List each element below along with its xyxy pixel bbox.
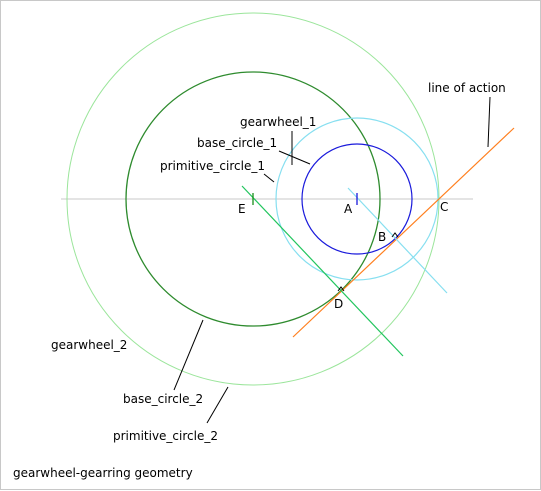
leader-primitive-circle-1 [263,173,275,183]
point-label-e: E [238,202,246,216]
point-label-b: B [378,230,386,244]
base-circle-2 [125,71,381,327]
label-gearwheel-1: gearwheel_1 [240,115,316,129]
base-circle-1 [301,143,413,255]
point-label-a: A [344,202,353,216]
point-label-c: C [440,200,448,214]
leader-line-of-action [487,96,491,148]
label-primitive-circle-2: primitive_circle_2 [113,429,218,443]
marker-d [337,286,345,292]
line-of-action [292,127,515,338]
diagram-caption: gearwheel-gearring geometry [13,466,193,480]
cyan-contact-line [347,187,448,294]
primitive-circle-1 [275,117,439,281]
label-base-circle-2: base_circle_2 [123,392,203,406]
leader-base-circle-2 [173,319,204,391]
marker-b [391,232,399,238]
green-contact-line [241,185,404,357]
point-label-d: D [334,297,343,311]
label-primitive-circle-1: primitive_circle_1 [160,159,265,173]
label-base-circle-1: base_circle_1 [197,136,277,150]
label-gearwheel-2: gearwheel_2 [51,338,127,352]
leader-primitive-circle-2 [206,386,229,424]
label-line-of-action: line of action [428,81,506,95]
leader-base-circle-1 [278,150,311,165]
